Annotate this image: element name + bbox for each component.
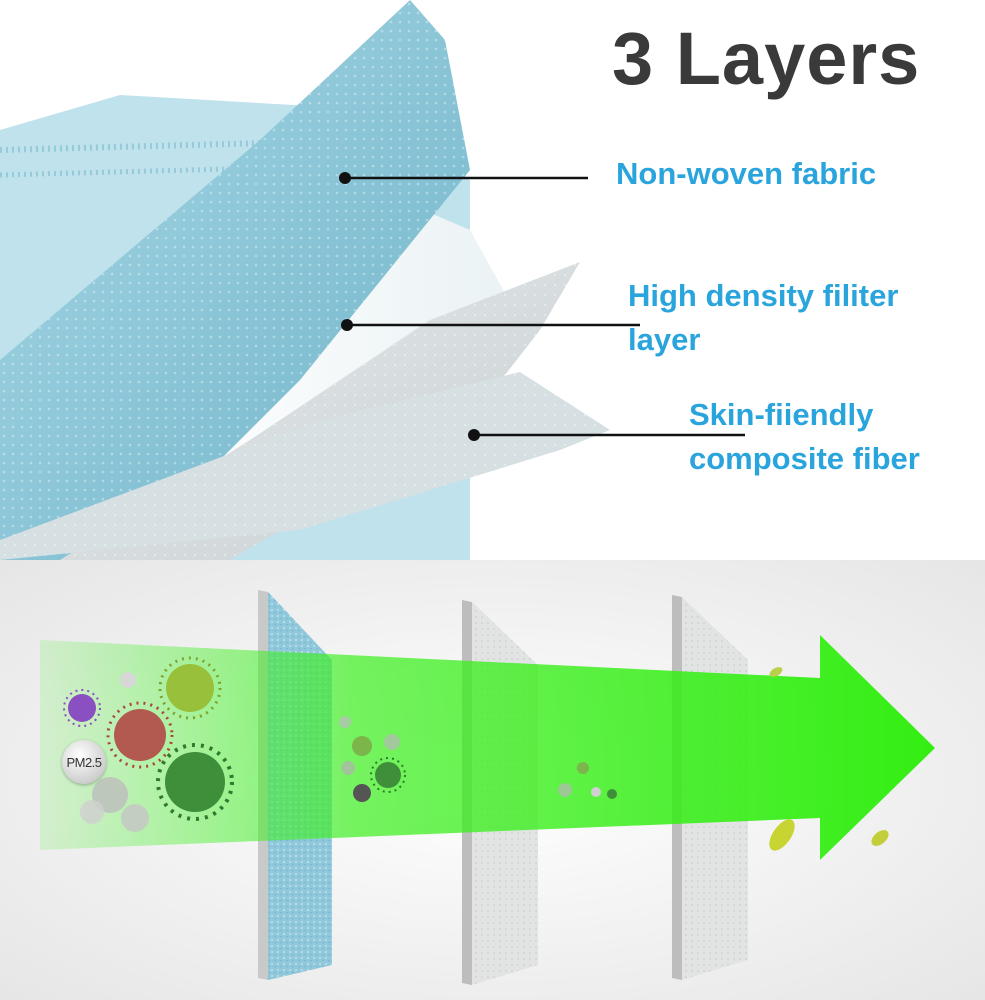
filtration-diagram [0,560,985,1000]
pm25-particle: PM2.5 [62,740,106,784]
particles-incoming [63,656,234,832]
filtration-illustration: PM2.5 [0,560,985,1000]
particles-filtered-2 [558,762,617,799]
pointer-lines [339,172,745,441]
mask-layers-photo: 3 Layers Non-woven fabric High density f… [0,0,921,560]
mask-layers-illustration [0,0,745,560]
leaves-clean-air [769,667,889,851]
particles-filtered-1 [339,716,406,802]
layer-label-skin-friendly-fiber: Skin-fiiendly composite fiber [689,397,920,476]
page-title: 3 Layers [612,17,921,100]
layer-label-high-density-filter: High density filiter layer [628,278,899,357]
inner-white-layer [150,200,520,520]
airflow-arrow [40,635,935,860]
layer-label-non-woven-fabric: Non-woven fabric [616,156,877,191]
